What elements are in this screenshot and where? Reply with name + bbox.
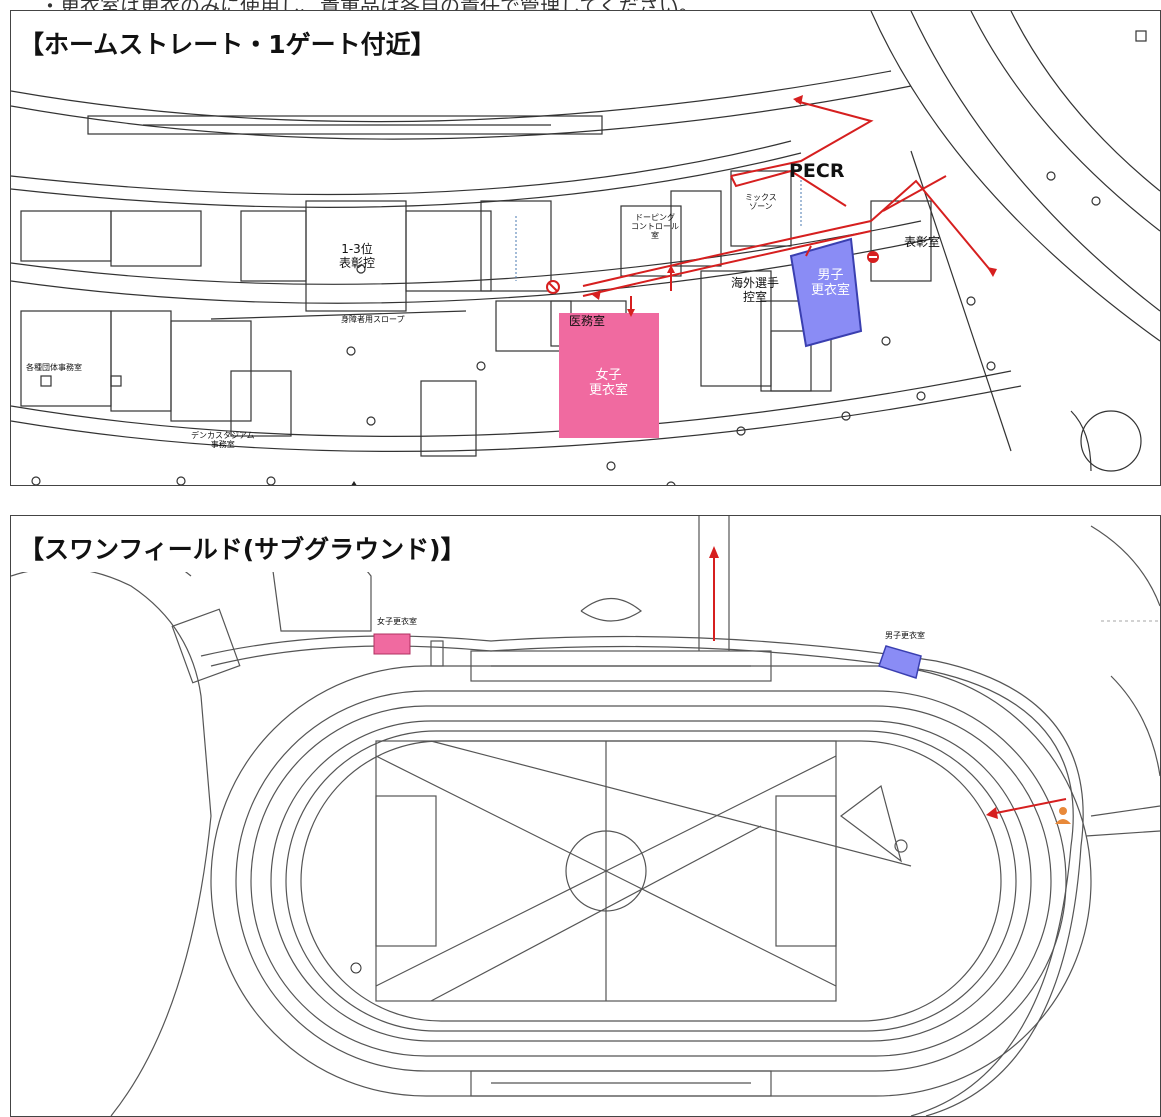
women-changing-room-sub xyxy=(373,633,411,655)
label-men-changing-sub: 男子更衣室 xyxy=(885,631,925,640)
label-medical-room: 医務室 xyxy=(569,314,606,328)
men-changing-room-sub xyxy=(878,645,922,679)
marker-icon xyxy=(350,962,362,974)
label-doping-control: ドーピングコントロール室 xyxy=(631,213,679,241)
top-note: ・更衣室は更衣のみに使用し、貴重品は各自の責任で管理してください。 xyxy=(40,0,699,12)
label-foreign-athletes: 海外選手控室 xyxy=(731,276,780,304)
panel-title-sub: 【スワンフィールド(サブグラウンド)】 xyxy=(11,516,476,572)
no-entry-icon xyxy=(546,280,560,294)
women-changing-room-area xyxy=(559,313,659,438)
men-changing-room-area xyxy=(789,237,863,348)
entry-arrow-icon xyxy=(986,807,998,819)
label-award-room: 表彰室 xyxy=(904,235,941,249)
label-women-changing: 女子更衣室 xyxy=(589,368,629,398)
label-men-changing: 男子更衣室 xyxy=(811,268,851,298)
home-straight-floor-plan xyxy=(11,11,1160,485)
exit-arrow-icon xyxy=(709,546,719,558)
label-women-changing-sub: 女子更衣室 xyxy=(377,617,417,626)
label-mixed-zone: ミックスゾーン xyxy=(745,193,777,212)
panel-title: 【ホームストレート・1ゲート付近】 xyxy=(11,11,446,67)
home-straight-floor-map: 【ホームストレート・1ゲート付近】 1-3位表彰控 身障者用スロープ 各種団体事… xyxy=(10,10,1161,486)
label-dantai-office: 各種団体事務室 xyxy=(26,363,82,372)
label-1-3-award-waiting: 1-3位表彰控 xyxy=(339,242,376,270)
entrance-arrow-icon xyxy=(351,481,357,485)
label-slope: 身障者用スロープ xyxy=(341,315,405,324)
label-pecr: PECR xyxy=(789,160,845,182)
person-icon xyxy=(1055,807,1071,824)
swan-field-map: 【スワンフィールド(サブグラウンド)】 女子更衣室 男子更衣室 xyxy=(10,515,1161,1117)
swan-field-plan xyxy=(11,516,1160,1116)
label-denka-office: デンカスタジアム事務室 xyxy=(191,431,255,450)
no-entry-icon-2 xyxy=(867,251,879,263)
